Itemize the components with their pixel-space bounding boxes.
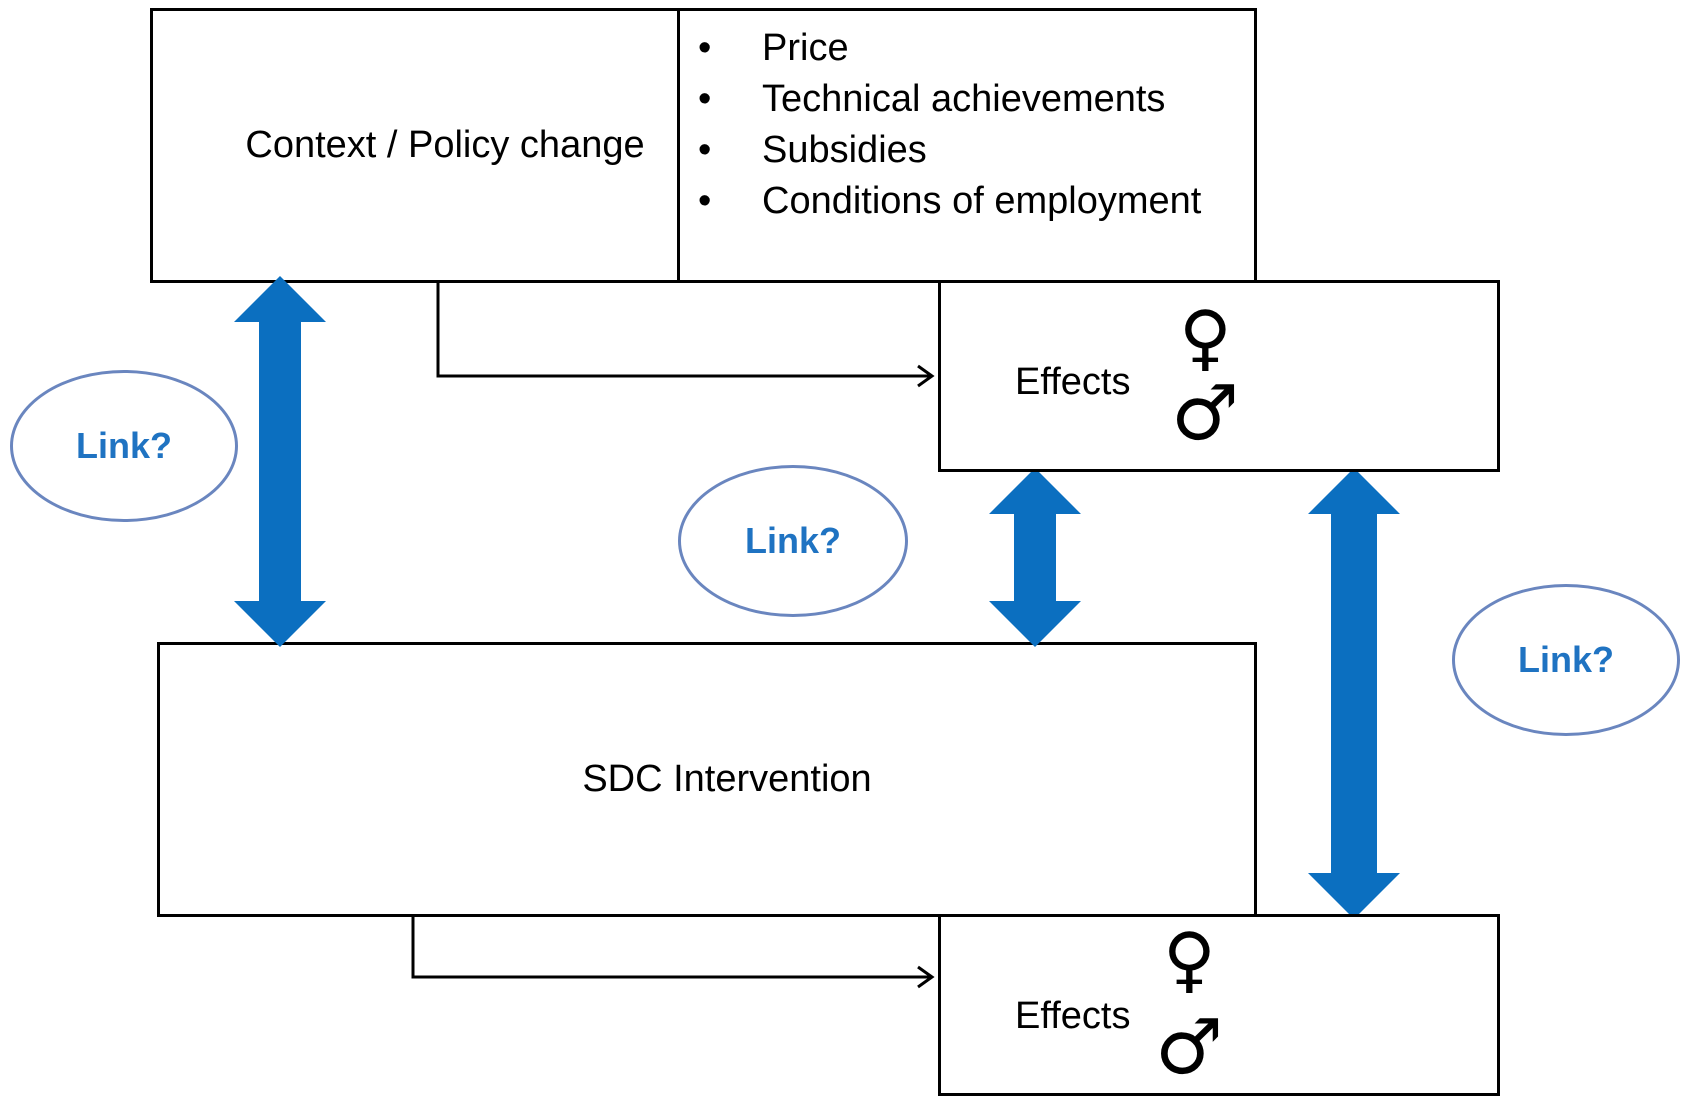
factors-list: Price Technical achievements Subsidies C… (680, 23, 1254, 227)
effects-box-bottom: Effects ♀ ♂ (938, 914, 1500, 1096)
factor-item: Conditions of employment (680, 176, 1254, 227)
factor-item: Subsidies (680, 125, 1254, 176)
context-policy-box: Context / Policy change (150, 8, 680, 283)
effects-label: Effects (1015, 361, 1131, 403)
factor-item: Price (680, 23, 1254, 74)
link-label: Link? (745, 520, 841, 561)
link-label: Link? (1518, 639, 1614, 680)
effects-label: Effects (1015, 995, 1131, 1037)
female-symbol-icon: ♀ (1163, 917, 1216, 1001)
connector-intervention-arrowhead (917, 965, 935, 989)
connector-context-to-effects (436, 283, 930, 378)
male-symbol-icon: ♂ (1155, 1002, 1224, 1091)
double-arrow-icon (234, 276, 326, 647)
link-ellipse-left: Link? (10, 370, 238, 522)
connector-context-arrowhead (917, 364, 935, 388)
sdc-intervention-box: SDC Intervention (157, 642, 1257, 917)
male-symbol-icon: ♂ (1171, 368, 1240, 457)
connector-intervention-to-effects (411, 917, 930, 979)
link-ellipse-center: Link? (678, 465, 908, 617)
female-symbol-icon: ♀ (1179, 295, 1232, 379)
link-ellipse-right: Link? (1452, 584, 1680, 736)
factor-item: Technical achievements (680, 74, 1254, 125)
double-arrow-icon (989, 468, 1081, 647)
sdc-intervention-label: SDC Intervention (582, 758, 872, 800)
effects-box-top: Effects ♀ ♂ (938, 280, 1500, 472)
context-policy-label: Context / Policy change (245, 124, 645, 166)
double-arrow-icon (1308, 468, 1400, 919)
link-label: Link? (76, 425, 172, 466)
